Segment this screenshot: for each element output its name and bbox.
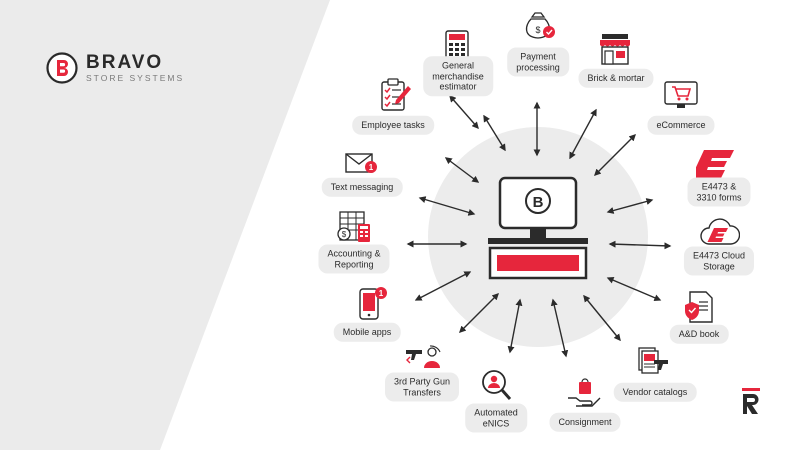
catalog-gun-icon [638, 347, 668, 374]
label-mobile-apps[interactable]: Mobile apps [333, 322, 401, 342]
brand-name: BRAVO [86, 51, 164, 73]
label-ad-book[interactable]: A&D book [669, 324, 729, 344]
svg-text:B: B [533, 194, 544, 211]
label-e4473-3310-forms[interactable]: E4473 & 3310 forms [687, 177, 751, 207]
shopping-cart-icon [664, 81, 698, 108]
label-e4473-cloud-storage[interactable]: E4473 Cloud Storage [683, 246, 755, 276]
gun-transfer-icon [406, 345, 441, 368]
cloud-e-icon [700, 218, 740, 245]
label-automated-enics[interactable]: Automated eNICS [465, 403, 527, 433]
envelope-icon: 1 [345, 153, 377, 173]
label-payment-processing[interactable]: Payment processing [507, 47, 569, 77]
magnifier-person-icon [482, 370, 512, 400]
e-form-icon [696, 150, 734, 178]
left-panel [0, 0, 330, 450]
text-messaging-badge-count: 1 [369, 163, 374, 172]
money-bag-icon: $ [525, 12, 555, 39]
label-text-messaging[interactable]: Text messaging [321, 177, 403, 197]
label-brick-and-mortar[interactable]: Brick & mortar [578, 68, 654, 88]
spreadsheet-calculator-icon: $ [337, 211, 370, 242]
label-employee-tasks[interactable]: Employee tasks [352, 115, 434, 135]
svg-text:$: $ [342, 230, 347, 239]
shield-document-icon [685, 291, 713, 323]
mobile-apps-badge [375, 287, 387, 299]
label-ecommerce[interactable]: eCommerce [647, 115, 715, 135]
clipboard-checklist-icon [381, 78, 411, 111]
brand-logo[interactable]: BRAVO STORE SYSTEMS [46, 52, 184, 84]
r-mark-icon [742, 388, 760, 414]
mobile-phone-icon: 1 [359, 287, 387, 320]
brand-tagline: STORE SYSTEMS [86, 72, 185, 83]
label-vendor-catalogs[interactable]: Vendor catalogs [613, 382, 697, 402]
svg-text:$: $ [535, 25, 540, 35]
connector-arrows [406, 94, 672, 358]
label-accounting-reporting[interactable]: Accounting & Reporting [318, 244, 390, 274]
label-general-merchandise-estimator[interactable]: General merchandise estimator [423, 56, 493, 96]
text-messaging-badge [365, 161, 377, 173]
pos-terminal-icon: B [488, 176, 588, 280]
storefront-icon [600, 34, 630, 65]
label-consignment[interactable]: Consignment [549, 412, 621, 432]
bravo-b-logo-icon [46, 52, 78, 84]
label-3rd-party-gun-transfers[interactable]: 3rd Party Gun Transfers [384, 372, 460, 402]
hand-bag-icon [568, 378, 601, 407]
mobile-apps-badge-count: 1 [379, 289, 384, 298]
